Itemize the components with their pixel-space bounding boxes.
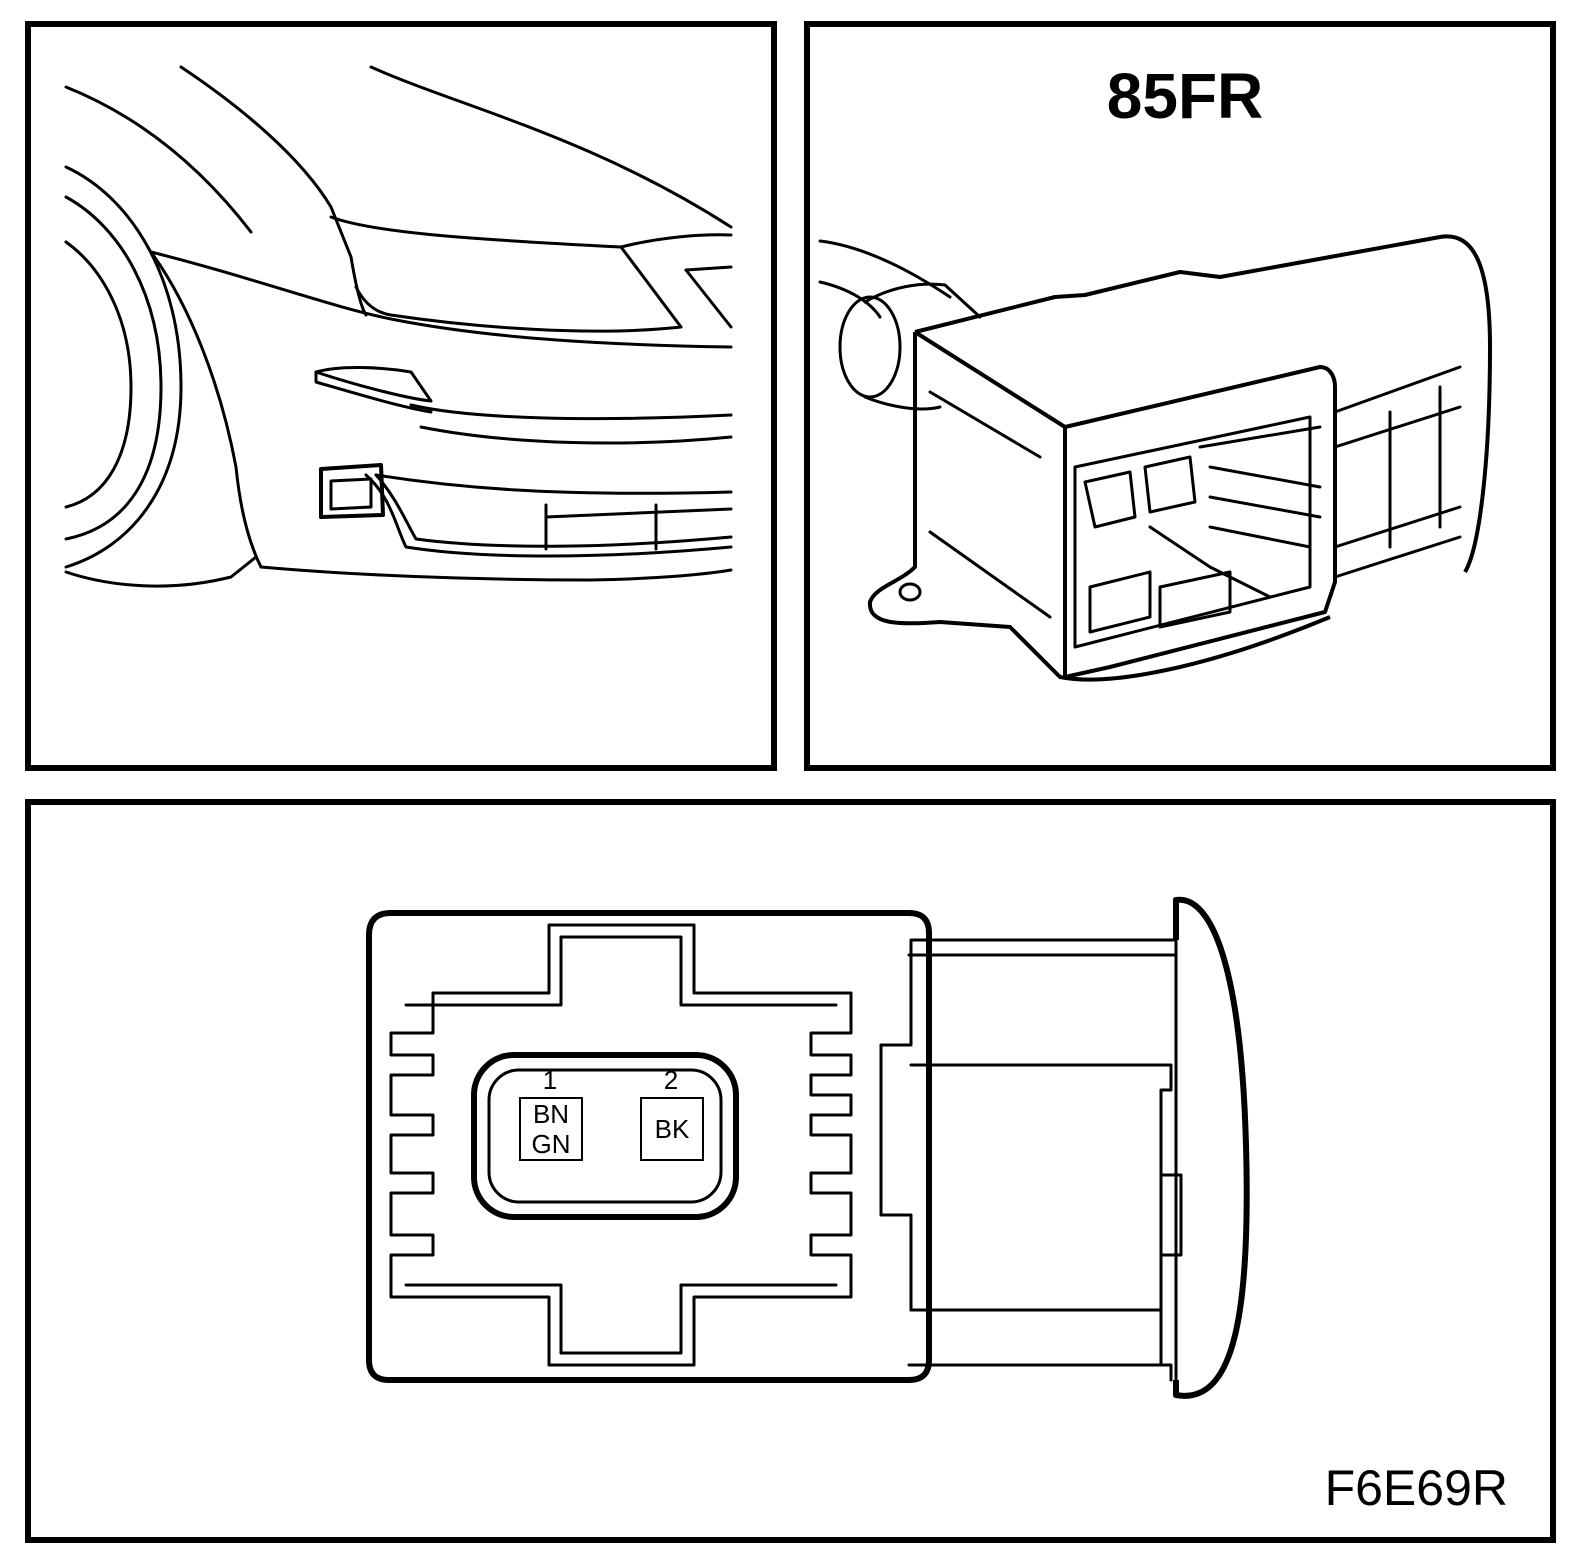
connector-title: 85FR	[1106, 60, 1264, 132]
pin-2-wire-color: BK	[640, 1097, 704, 1161]
pin-2-number: 2	[663, 1065, 679, 1095]
pin-1-wire-color: BN GN	[519, 1097, 583, 1161]
car-front-illustration	[64, 65, 733, 588]
connector-perspective-panel: 85FR	[804, 21, 1556, 771]
pin-2-wire-line1: BK	[654, 1114, 690, 1144]
figure-id: F6E69R	[1324, 1460, 1508, 1516]
connector-face-panel: 1 BN GN 2 BK F6E69R	[25, 799, 1556, 1543]
pin-1-wire-line1: BN	[532, 1099, 570, 1129]
vehicle-location-panel	[25, 21, 777, 771]
connector-face-illustration	[366, 896, 1250, 1399]
pin-1-wire-line2: GN	[531, 1129, 571, 1159]
connector-3d-illustration	[818, 234, 1492, 682]
pin-1-number: 1	[542, 1065, 558, 1095]
